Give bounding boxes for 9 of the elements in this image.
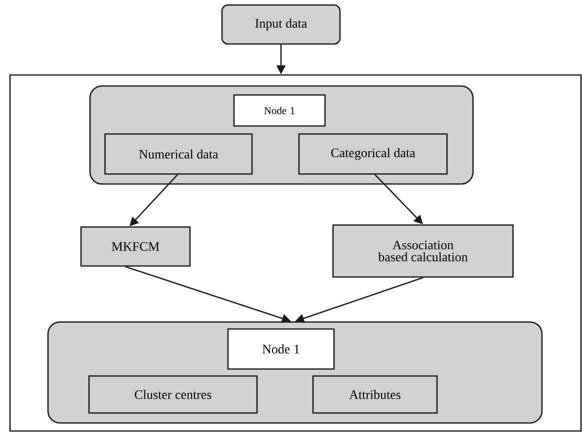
node-label-box: Node 1 bbox=[227, 328, 335, 370]
process-box: MKFCM bbox=[80, 226, 191, 267]
process-box: Attributes bbox=[312, 375, 438, 414]
node-label-box: Node 1 bbox=[233, 94, 326, 127]
process-box: Numerical data bbox=[104, 133, 253, 175]
process-box: Input data bbox=[221, 4, 341, 45]
process-box: Categorical data bbox=[298, 133, 448, 175]
process-box: Cluster centres bbox=[88, 375, 258, 414]
process-box: Association based calculation bbox=[332, 224, 514, 278]
